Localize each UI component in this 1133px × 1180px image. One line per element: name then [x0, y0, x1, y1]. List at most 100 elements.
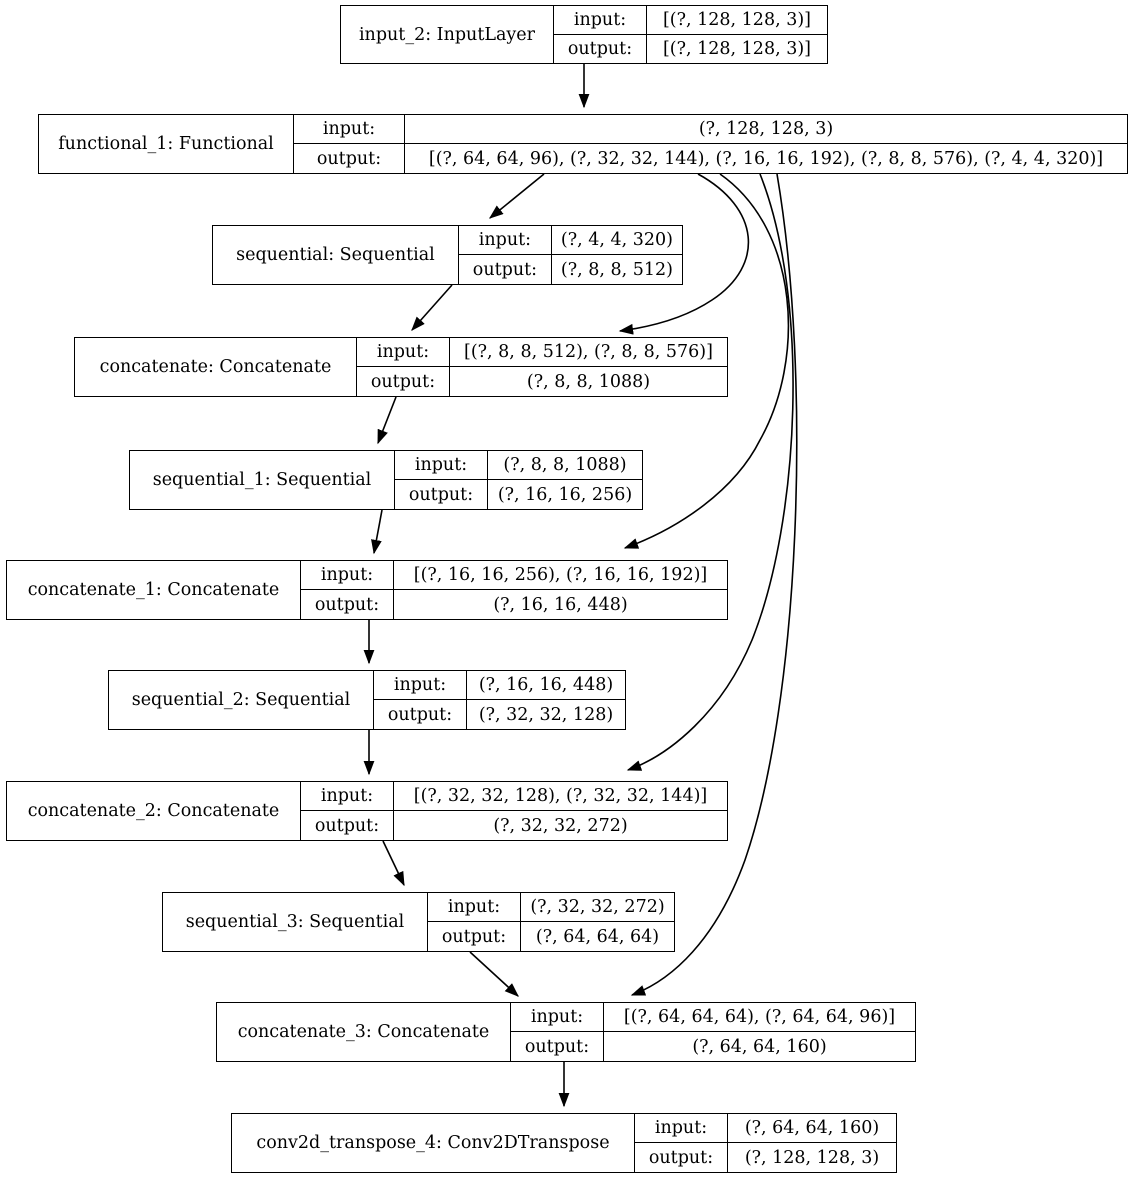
node-output-shape: (?, 16, 16, 256): [497, 484, 633, 505]
node-output-shape: (?, 8, 8, 512): [560, 259, 673, 280]
node-input-label: input:: [301, 561, 394, 589]
graph-edge-sequential_1-to-concatenate_1: [371, 509, 383, 555]
node-output-label: output:: [395, 480, 488, 509]
node-input-row: input: (?, 4, 4, 320): [458, 226, 682, 255]
node-label: concatenate: Concatenate: [75, 338, 357, 396]
node-input-row: input:[(?, 32, 32, 128), (?, 32, 32, 144…: [301, 782, 727, 811]
node-io-table: input: [(?, 64, 64, 64), (?, 64, 64, 96)]…: [511, 1003, 915, 1061]
node-io-table: input:[(?, 32, 32, 128), (?, 32, 32, 144…: [301, 782, 727, 840]
node-io-table: input: (?, 8, 8, 1088) output: (?, 16, 16, …: [395, 451, 642, 509]
node-output-shape: [(?, 128, 128, 3)]: [662, 38, 811, 59]
node-label: input_2: InputLayer: [341, 6, 554, 63]
node-input-label: input:: [294, 115, 405, 143]
node-output-shape: (?, 32, 32, 272): [493, 815, 628, 836]
node-input-label: input:: [511, 1003, 604, 1031]
node-output-row: output: (?, 128, 128, 3): [635, 1143, 896, 1172]
node-input-row: input: (?, 32, 32, 272): [428, 893, 674, 922]
node-output-row: output:[(?, 128, 128, 3)]: [554, 34, 827, 63]
node-input-label: input:: [428, 893, 521, 921]
node-output-label: output:: [301, 811, 394, 840]
node-output-label: output:: [374, 700, 467, 729]
node-io-table: input: (?, 32, 32, 272) output: (?, 64, 64,…: [428, 893, 674, 951]
node-output-row: output: (?, 64, 64, 160): [511, 1032, 915, 1061]
node-label: concatenate_1: Concatenate: [7, 561, 301, 619]
node-output-shape: (?, 64, 64, 64): [535, 926, 660, 947]
node-output-label: output:: [511, 1032, 604, 1061]
node-output-row: output: (?, 8, 8, 1088): [357, 367, 727, 396]
node-io-table: input: (?, 128, 128, 3) output: [(?, 64, 64…: [294, 115, 1127, 173]
node-label: concatenate_2: Concatenate: [7, 782, 301, 840]
node-input-shape: [(?, 16, 16, 256), (?, 16, 16, 192)]: [413, 565, 708, 585]
node-label: conv2d_transpose_4: Conv2DTranspose: [232, 1114, 635, 1172]
node-input-label: input:: [301, 782, 394, 810]
graph-edge-concatenate_2-to-sequential_3: [382, 840, 405, 887]
node-label: sequential_1: Sequential: [130, 451, 395, 509]
node-output-shape: (?, 16, 16, 448): [493, 594, 628, 615]
node-input-shape: (?, 128, 128, 3): [698, 119, 834, 139]
node-input-row: input: [(?, 8, 8, 512), (?, 8, 8, 576)]: [357, 338, 727, 367]
node-input-shape: (?, 32, 32, 272): [530, 897, 665, 917]
node-output-row: output: [(?, 64, 64, 96), (?, 32, 32, 144…: [294, 144, 1127, 173]
node-output-row: output: (?, 32, 32, 272): [301, 811, 727, 840]
node-input-shape: (?, 64, 64, 160): [744, 1118, 880, 1138]
node-input-row: input: (?, 8, 8, 1088): [395, 451, 642, 480]
node-output-shape: [(?, 64, 64, 96), (?, 32, 32, 144), (?, …: [428, 148, 1104, 169]
node-io-table: input:(?, 16, 16, 448)output: (?, 32, 32,…: [374, 671, 625, 729]
node-label: functional_1: Functional: [39, 115, 294, 173]
node-output-shape: (?, 32, 32, 128): [478, 704, 614, 725]
node-input-label: input:: [395, 451, 488, 479]
node-label: sequential_2: Sequential: [109, 671, 374, 729]
node-io-table: input:[(?, 128, 128, 3)]output:[(?, 128,…: [554, 6, 827, 63]
node-output-row: output: (?, 64, 64, 64): [428, 922, 674, 951]
node-output-row: output: (?, 32, 32, 128): [374, 700, 625, 729]
node-output-label: output:: [301, 590, 394, 619]
node-input-label: input:: [635, 1114, 728, 1142]
node-input-row: input: [(?, 16, 16, 256), (?, 16, 16, 192…: [301, 561, 727, 590]
node-output-row: output: (?, 8, 8, 512): [459, 255, 682, 284]
node-input-shape: [(?, 64, 64, 64), (?, 64, 64, 96)]: [623, 1007, 896, 1027]
node-input-label: input:: [374, 671, 467, 699]
node-io-table: input: [(?, 8, 8, 512), (?, 8, 8, 576)] ou…: [357, 338, 727, 396]
node-input-row: input: (?, 128, 128, 3): [294, 115, 1127, 144]
node-output-label: output:: [635, 1143, 728, 1172]
node-input-row: input:(?, 16, 16, 448): [374, 671, 625, 700]
graph-edge-concatenate-to-sequential_1: [377, 396, 397, 445]
node-output-shape: (?, 8, 8, 1088): [526, 371, 651, 392]
node-input-label: input:: [459, 226, 552, 254]
node-input-label: input:: [357, 338, 450, 366]
node-input-row: input:[(?, 128, 128, 3)]: [554, 6, 827, 35]
node-output-row: output: (?, 16, 16, 448): [301, 590, 727, 619]
node-input-shape: (?, 4, 4, 320): [560, 230, 673, 250]
node-output-label: output:: [428, 922, 521, 951]
node-output-row: output: (?, 16, 16, 256): [395, 480, 642, 509]
node-input-row: input: (?, 64, 64, 160): [635, 1114, 896, 1143]
node-input-row: input: [(?, 64, 64, 64), (?, 64, 64, 96)]: [511, 1003, 915, 1032]
node-label: concatenate_3: Concatenate: [217, 1003, 511, 1061]
node-input-shape: [(?, 8, 8, 512), (?, 8, 8, 576)]: [464, 342, 713, 362]
node-input-label: input:: [554, 6, 647, 34]
node-output-label: output:: [357, 367, 450, 396]
node-input-shape: (?, 8, 8, 1088): [503, 455, 627, 475]
graph-edge-functional_1-to-sequential: [489, 173, 545, 219]
node-output-label: output:: [459, 255, 552, 284]
node-output-shape: (?, 128, 128, 3): [744, 1147, 880, 1168]
node-io-table: input: [(?, 16, 16, 256), (?, 16, 16, 192…: [301, 561, 727, 619]
node-label: sequential: Sequential: [213, 226, 459, 284]
node-output-label: output:: [294, 144, 405, 173]
node-io-table: input: (?, 4, 4, 320) output: (?, 8, 8, 512…: [458, 226, 682, 284]
graph-edge-sequential_3-to-concatenate_3: [469, 951, 519, 997]
node-output-shape: (?, 64, 64, 160): [692, 1036, 827, 1057]
graph-edge-sequential-to-concatenate: [411, 284, 453, 331]
